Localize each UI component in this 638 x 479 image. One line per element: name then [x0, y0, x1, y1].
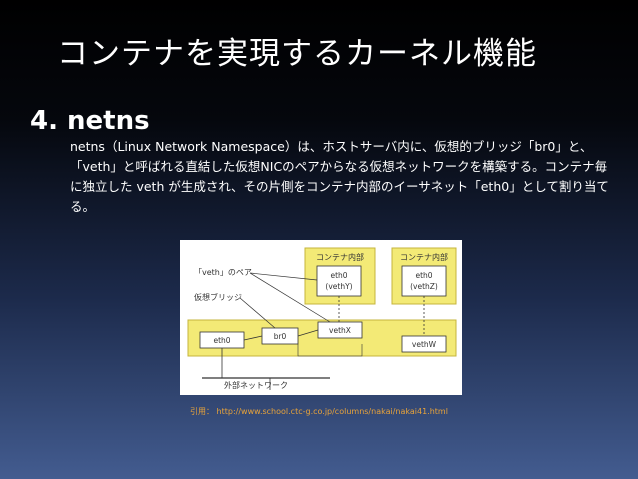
section-heading: 4. netns [30, 106, 150, 136]
slide-title: コンテナを実現するカーネル機能 [57, 36, 537, 72]
bridge-arrow [239, 297, 276, 329]
br0-label: br0 [274, 332, 287, 341]
description-text: netns（Linux Network Namespace）は、ホストサーバ内に… [70, 139, 609, 214]
container-label-1: コンテナ内部 [316, 252, 364, 262]
bridge-outline [297, 344, 363, 357]
bridge-label: 仮想ブリッジ [194, 292, 242, 302]
link-br0-vethX [297, 329, 319, 337]
network-diagram: コンテナ内部 eth0 (vethY) コンテナ内部 eth0 (vethZ) … [180, 240, 462, 395]
citation-caption: 引用： http://www.school.ctc-g.co.jp/column… [190, 407, 448, 416]
vethW-label: vethW [412, 340, 437, 349]
container-label-2: コンテナ内部 [400, 252, 448, 262]
container2-eth0-label: eth0 [415, 271, 432, 280]
diagram-svg: コンテナ内部 eth0 (vethY) コンテナ内部 eth0 (vethZ) … [187, 247, 457, 390]
veth-pair-arrow-1 [249, 272, 318, 281]
link-eth0-br0 [243, 335, 263, 341]
container1-eth0-label: eth0 [330, 271, 347, 280]
veth-pair-arrow-2 [249, 272, 331, 323]
vethX-label: vethX [329, 326, 351, 335]
external-network-label: 外部ネットワーク [224, 380, 288, 390]
container2-vethZ-label: (vethZ) [410, 282, 438, 291]
veth-pair-label: 「veth」のペア [194, 268, 252, 277]
vethW-box [401, 335, 447, 353]
host-eth0-label: eth0 [213, 336, 230, 345]
container1-vethY-label: (vethY) [325, 282, 352, 291]
